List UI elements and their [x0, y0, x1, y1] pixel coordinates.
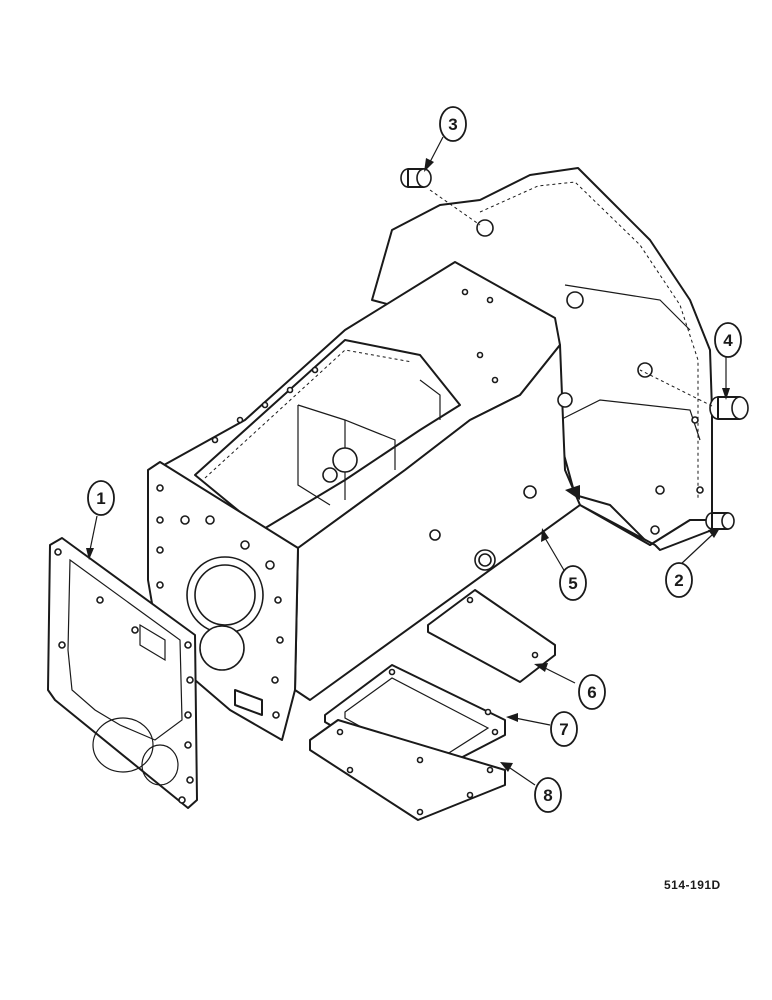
callout-label-5: 5 [568, 574, 577, 593]
dowel-pin-3 [400, 168, 481, 226]
callout-6: 6 [578, 674, 606, 710]
figure-reference-code: 514-191D [664, 878, 721, 892]
dowel-pin-2 [705, 512, 735, 530]
bottom-plate [309, 719, 506, 821]
callout-2: 2 [665, 562, 693, 598]
callout-4: 4 [714, 322, 742, 358]
callout-5: 5 [559, 565, 587, 601]
callout-7: 7 [550, 711, 578, 747]
callout-label-4: 4 [723, 331, 733, 350]
callout-label-1: 1 [96, 489, 105, 508]
callout-8: 8 [534, 777, 562, 813]
leader-arrows [86, 136, 730, 786]
housing-side-face [294, 344, 581, 701]
callout-label-6: 6 [587, 683, 596, 702]
callout-label-7: 7 [559, 720, 568, 739]
callout-3: 3 [439, 106, 467, 142]
callout-label-8: 8 [543, 786, 552, 805]
callout-1: 1 [87, 480, 115, 516]
callout-label-3: 3 [448, 115, 457, 134]
callout-label-2: 2 [674, 571, 683, 590]
bottom-gasket [324, 664, 506, 779]
cover-plate [427, 589, 556, 683]
front-gasket [47, 537, 198, 809]
dowel-pin-4 [639, 369, 749, 420]
transmission-housing [147, 167, 713, 741]
